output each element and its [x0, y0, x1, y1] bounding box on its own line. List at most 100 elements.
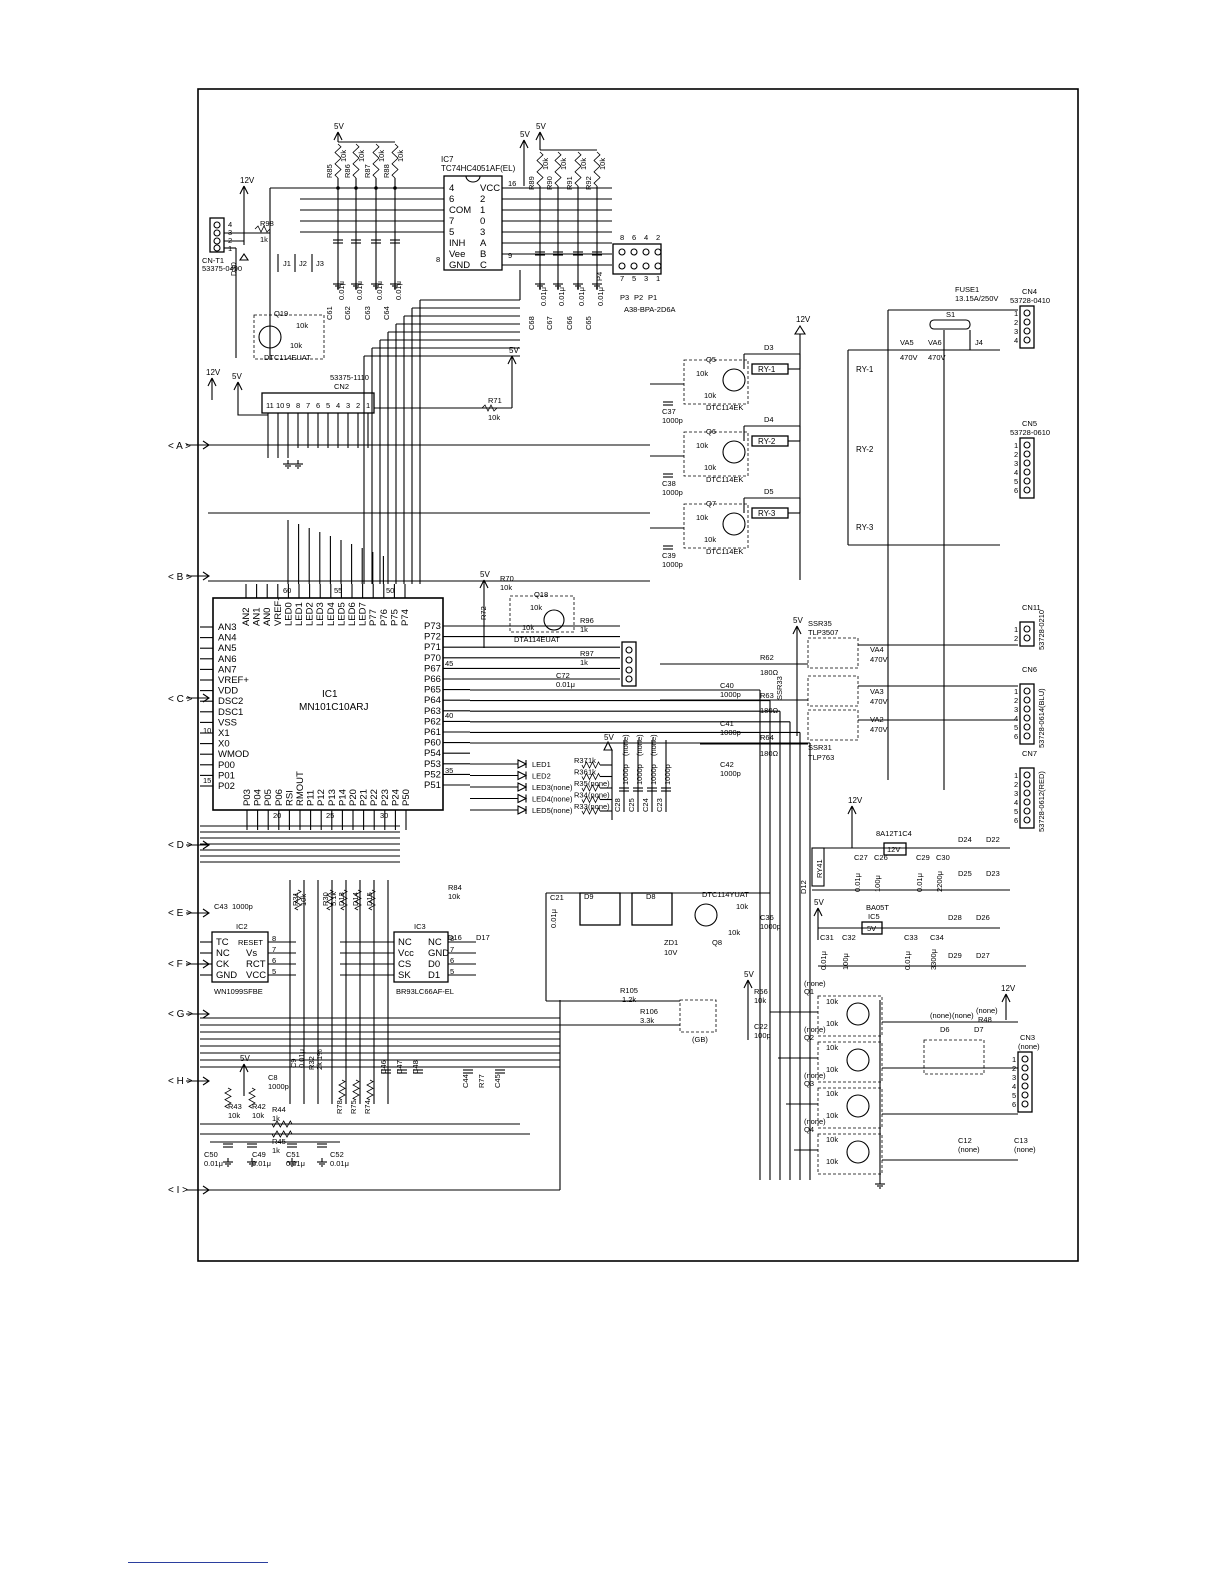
value: 10k: [696, 513, 708, 522]
ic1-pin-p65: P65: [424, 685, 441, 696]
value: (none): [804, 1025, 826, 1034]
ic1-pin-x0: X0: [218, 739, 230, 750]
ic7-pin-2: 2: [480, 194, 485, 205]
svg-text:< F >: < F >: [168, 959, 192, 970]
value: 10k: [826, 1135, 838, 1144]
svg-text:VA3: VA3: [870, 687, 884, 696]
connector-cn6: CN6: [1022, 665, 1037, 674]
svg-text:< B >: < B >: [168, 572, 192, 583]
jumpers-j1-j3: J1 J2 J3: [277, 254, 324, 272]
svg-text:R96: R96: [580, 616, 594, 625]
ic7-pin-0: 0: [480, 216, 485, 227]
svg-text:D8: D8: [646, 892, 656, 901]
ic1-pin-p24: P24: [390, 789, 401, 806]
value: 10k: [559, 158, 568, 170]
p4-pin: 8: [620, 233, 624, 242]
cn7-pin: 4: [1014, 798, 1018, 807]
svg-text:5V: 5V: [744, 970, 754, 979]
cap-c38: C38: [662, 479, 676, 488]
svg-text:IC7: IC7: [441, 155, 454, 164]
svg-text:D29: D29: [948, 951, 962, 960]
svg-text:SSR31: SSR31: [808, 743, 832, 752]
svg-text:1000p: 1000p: [760, 922, 781, 931]
value: 10k: [598, 158, 607, 170]
value: 10k: [339, 150, 348, 162]
svg-text:(none): (none): [1014, 1145, 1036, 1154]
resistor-r33: R33: [574, 802, 588, 811]
part: DTC114EK: [706, 475, 743, 484]
pin-number: 8: [272, 934, 276, 943]
ic1-pin-an6: AN6: [218, 654, 236, 665]
value: 10k: [826, 997, 838, 1006]
svg-text:RY-1: RY-1: [856, 365, 874, 374]
cn2-pin: 6: [316, 401, 320, 410]
ic1-pin-led3: LED3: [315, 602, 326, 626]
ic1-pin-an4: AN4: [218, 633, 236, 644]
led-led2: LED2: [532, 772, 551, 781]
ic2-pin-nc: NC: [216, 948, 230, 959]
connector-cn5: CN5: [1022, 419, 1037, 428]
mains-section: FUSE1 13.15A/250V S1 J4 VA5 470V VA6 470…: [847, 285, 1018, 790]
cn4-pin: 1: [1014, 309, 1018, 318]
svg-text:1k: 1k: [272, 1114, 280, 1123]
svg-text:470V: 470V: [900, 353, 918, 362]
value: 10k: [396, 150, 405, 162]
ic1-pin-led0: LED0: [283, 602, 294, 626]
ic1-pin-p70: P70: [424, 653, 441, 664]
ic1-pin-p53: P53: [424, 759, 441, 770]
pin-number: 7: [272, 945, 276, 954]
svg-text:C31: C31: [820, 933, 834, 942]
ic1-pin-p62: P62: [424, 716, 441, 727]
svg-text:10k: 10k: [448, 892, 460, 901]
diode-d4: D4: [764, 415, 774, 424]
rail-5v: 5V: [604, 733, 614, 742]
svg-text:VA5: VA5: [900, 338, 914, 347]
marker-d: < D >: [168, 840, 210, 851]
marker-g: < G >: [168, 1009, 210, 1020]
ic2-pin-rct: RCT: [246, 959, 266, 970]
cap-c61: C61: [325, 306, 334, 320]
ic1-pin-an3: AN3: [218, 622, 236, 633]
value: 10k: [826, 1019, 838, 1028]
svg-text:55: 55: [334, 586, 342, 595]
marker-a: < A >: [168, 440, 210, 452]
ic1-pin-p12: P12: [316, 789, 327, 806]
cn7-pin: 2: [1014, 780, 1018, 789]
connector-cn11: CN11: [1022, 603, 1041, 612]
svg-text:C40: C40: [720, 681, 734, 690]
connector-part: 53728-0410: [1010, 296, 1050, 305]
svg-text:C12: C12: [958, 1136, 972, 1145]
ic1-pin-p03: P03: [242, 789, 253, 806]
ic7-pin-inh: INH: [449, 238, 466, 249]
ic1-pin-p75: P75: [389, 609, 400, 626]
footer-link-rule: [128, 1562, 268, 1563]
svg-text:100μ: 100μ: [841, 953, 850, 970]
svg-text:D28: D28: [948, 913, 962, 922]
svg-text:CN2: CN2: [334, 382, 349, 391]
ic3-pin-cs: CS: [398, 959, 411, 970]
cn6-pin: 1: [1014, 687, 1018, 696]
svg-text:10k: 10k: [296, 321, 308, 330]
ic3-pin-nc: NC: [398, 937, 412, 948]
ic3-pin-vcc: Vcc: [398, 948, 414, 959]
ic1-pin-vref-: VREF-: [273, 598, 284, 627]
transistor-q1: Q1: [804, 987, 814, 996]
ic1-pin-p13: P13: [327, 789, 338, 806]
cn2-pin: 11: [266, 401, 274, 410]
svg-text:BR93LC66AF-EL: BR93LC66AF-EL: [396, 987, 454, 996]
svg-text:TLP763: TLP763: [808, 753, 834, 762]
p4-pin: 4: [644, 233, 648, 242]
svg-text:10k: 10k: [754, 996, 766, 1005]
svg-text:TLP3507: TLP3507: [808, 628, 838, 637]
svg-text:D7: D7: [974, 1025, 984, 1034]
ic1-pin-p73: P73: [424, 621, 441, 632]
ic1-pin-vss: VSS: [218, 717, 237, 728]
ic1-pin-p11: P11: [306, 790, 317, 806]
svg-text:10k: 10k: [728, 928, 740, 937]
svg-text:5V: 5V: [814, 898, 824, 907]
svg-text:10k: 10k: [736, 902, 748, 911]
ic1-pin-p50: P50: [401, 789, 412, 806]
